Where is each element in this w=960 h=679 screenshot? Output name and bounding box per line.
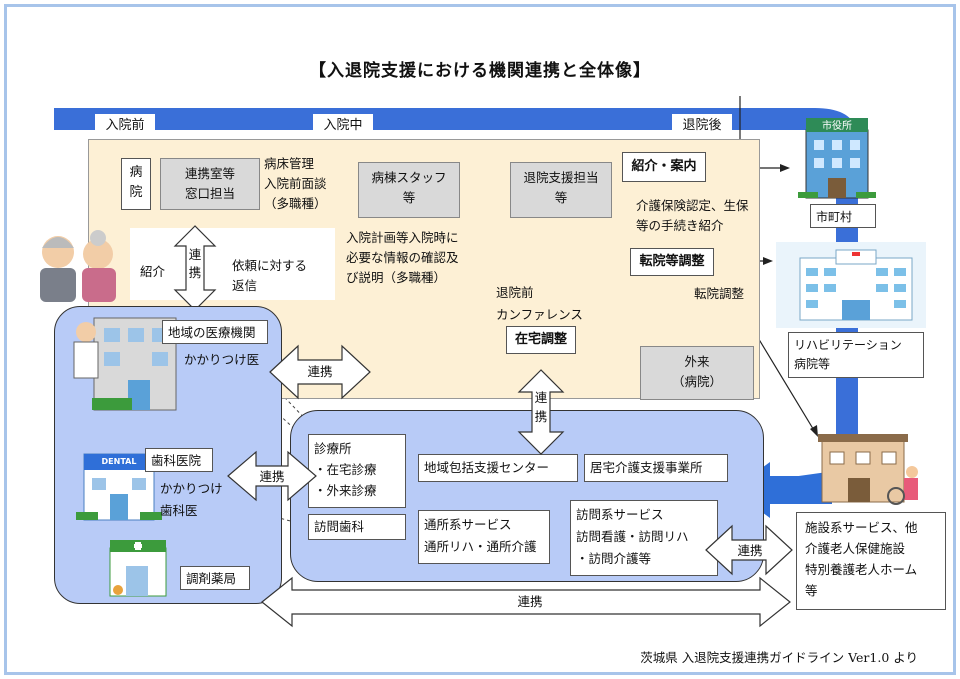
arrow-label-dental: 連携 — [259, 469, 285, 484]
care-certification-text: 介護保険認定、生保 等の手続き紹介 — [636, 198, 749, 233]
svg-text:市役所: 市役所 — [822, 119, 852, 132]
discharge-staff-box: 退院支援担当 等 — [510, 162, 612, 218]
hospital-label: 病院 — [121, 158, 151, 210]
page-frame — [4, 4, 956, 675]
page-title: 【入退院支援における機関連携と全体像】 — [309, 61, 651, 81]
dental-clinic-label: 歯科医院 — [145, 448, 213, 472]
intro-box: 紹介・案内 — [622, 152, 706, 182]
transfer-adjustment-text: 転院調整 — [694, 286, 745, 301]
clinic-box: 診療所 ・在宅診療 ・外来診療 — [308, 434, 406, 508]
referral-arrow-label: 連携 — [188, 247, 202, 280]
facility-services-label: 施設系サービス、他 介護老人保健施設 特別養護老人ホーム 等 — [796, 512, 946, 610]
transfer-adjustment-box: 転院等調整 — [630, 248, 714, 276]
day-services-box: 通所系サービス 通所リハ・通所介護 — [418, 510, 550, 564]
admission-plan-text: 入院計画等入院時に 必要な情報の確認及 び説明（多職種） — [346, 230, 459, 285]
family-dentist-text: かかりつけ 歯科医 — [160, 481, 223, 518]
timeline-label-post: 退院後 — [672, 114, 732, 138]
outpatient-box: 外来 （病院） — [640, 346, 754, 400]
arrow-label-home: 連携 — [534, 390, 548, 424]
city-label: 市町村 — [810, 204, 876, 228]
local-medical-label: 地域の医療機関 — [162, 320, 268, 344]
kyotaku-box: 居宅介護支援事業所 — [584, 454, 728, 482]
timeline-label-pre: 入院前 — [95, 114, 155, 138]
visit-services-box: 訪問系サービス 訪問看護・訪問リハ ・訪問介護等 — [570, 500, 718, 576]
rehab-hospital-label: リハビリテーション 病院等 — [788, 332, 924, 378]
chiiki-center-box: 地域包括支援センター — [418, 454, 578, 482]
source-credit: 茨城県 入退院支援連携ガイドライン Ver1.0 より — [640, 650, 918, 665]
request-reply-text: 依頼に対する 返信 — [232, 258, 308, 293]
pharmacy-label: 調剤薬局 — [180, 566, 250, 590]
arrow-label-medical: 連携 — [307, 364, 333, 379]
bed-management-text: 病床管理 入院前面談 （多職種） — [264, 156, 327, 211]
family-doctor-text: かかりつけ医 — [184, 352, 260, 367]
arrow-label-facility: 連携 — [737, 543, 763, 558]
pre-discharge-conference-text: 退院前 カンファレンス — [496, 285, 583, 322]
renkei-madoguchi-box: 連携室等 窓口担当 — [160, 158, 260, 210]
timeline-label-during: 入院中 — [313, 114, 373, 138]
visit-dental-box: 訪問歯科 — [308, 514, 406, 540]
referral-region — [130, 228, 335, 300]
arrow-label-bottom: 連携 — [517, 594, 543, 609]
dental-sign: DENTAL CLINIC — [101, 457, 137, 478]
home-adjustment-box: 在宅調整 — [506, 326, 576, 354]
referral-text: 紹介 — [140, 264, 166, 279]
ward-staff-box: 病棟スタッフ 等 — [358, 162, 460, 218]
